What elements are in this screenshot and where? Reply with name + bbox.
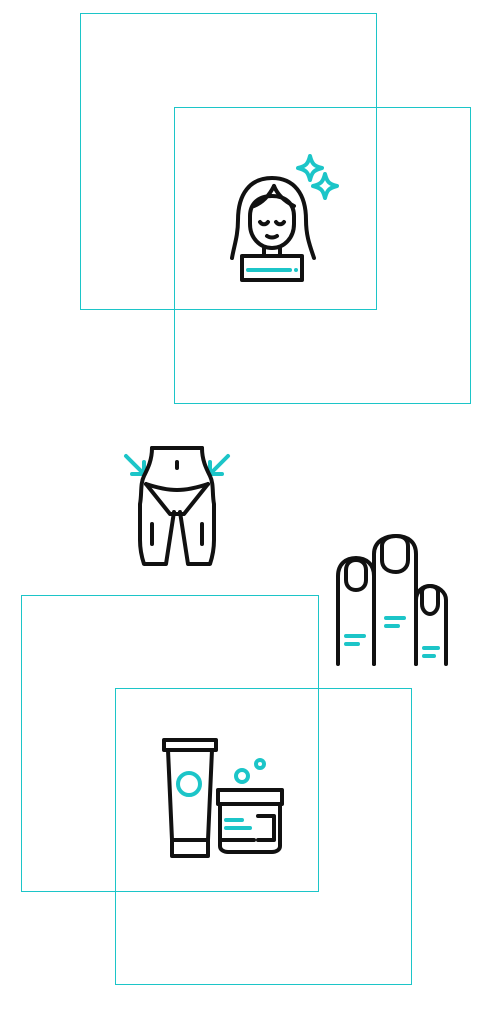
- face-care-icon: [224, 150, 342, 286]
- manicure-nails-icon: [334, 534, 454, 666]
- cosmetic-products-icon: [158, 736, 286, 860]
- frame-top-back: [80, 13, 377, 310]
- body-shaping-icon: [122, 444, 232, 568]
- frame-bottom-back: [21, 595, 319, 892]
- frame-bottom-front: [115, 688, 412, 985]
- frame-top-front: [174, 107, 471, 404]
